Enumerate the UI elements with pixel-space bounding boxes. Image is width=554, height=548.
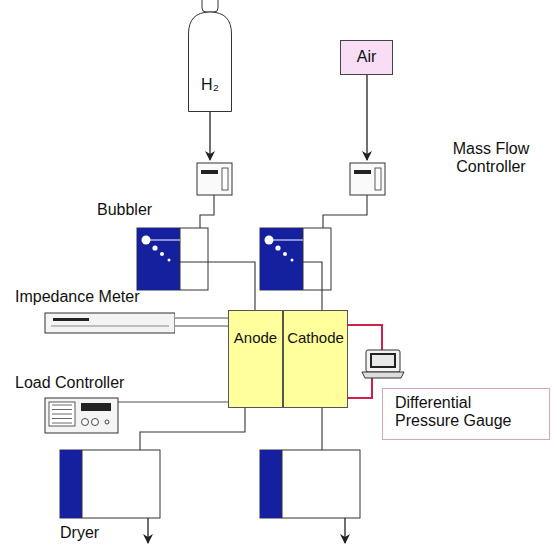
dryer — [60, 450, 160, 518]
pressure-gauge-label-box: Differential Pressure Gauge — [382, 388, 550, 440]
outlet-arrow — [344, 518, 345, 543]
exhaust-line — [321, 408, 322, 450]
impedance-meter: Impedance Meter — [15, 288, 175, 334]
pressure-gauge-icon — [362, 350, 404, 378]
bubbler — [260, 228, 331, 290]
cylinder-outline — [188, 0, 232, 112]
gas-cylinder: H₂ — [188, 0, 232, 112]
node-text: Differential Pressure Gauge — [395, 394, 525, 431]
exhaust-line — [140, 408, 245, 450]
humidified-gas-line — [180, 262, 255, 310]
signal-cable — [175, 318, 228, 326]
humidified-gas-line — [303, 262, 322, 310]
h2-supply-arrow — [209, 112, 210, 160]
bubbler — [137, 228, 208, 290]
load-controller: Load Controller — [15, 374, 145, 434]
air-supply-arrow — [366, 75, 367, 160]
node-text: Impedance Meter — [15, 288, 175, 306]
node-text: Load Controller — [15, 374, 145, 392]
node-text: Cathode — [284, 329, 347, 346]
air-supply-box: Air — [340, 40, 393, 75]
component-label: Mass Flow Controller — [432, 140, 550, 177]
component-label: Dryer — [60, 524, 140, 542]
signal-cable — [118, 402, 228, 403]
outlet-arrow — [147, 518, 148, 543]
component-label: Bubbler — [97, 201, 177, 219]
anode-box: Anode — [228, 310, 283, 408]
mass-flow-controller — [350, 163, 385, 195]
node-text: Air — [341, 48, 392, 66]
cathode-box: Cathode — [283, 310, 348, 408]
node-text: H₂ — [188, 76, 232, 94]
dryer — [260, 450, 360, 518]
node-text: Anode — [229, 329, 282, 346]
mass-flow-controller — [197, 163, 232, 195]
